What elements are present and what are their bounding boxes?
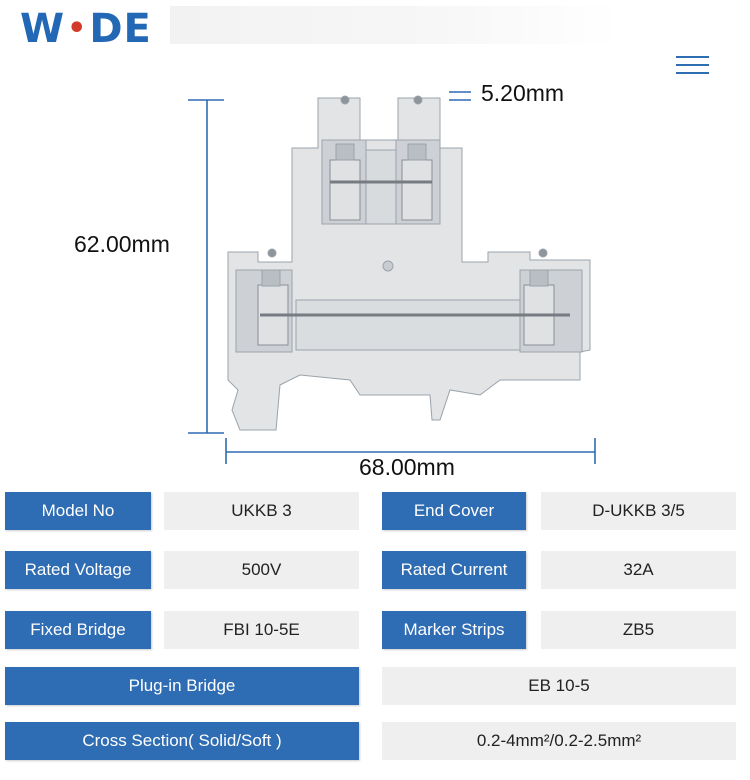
cross-section-value: 0.2-4mm²/0.2-2.5mm²: [382, 722, 736, 760]
pitch-dimension-label: 5.20mm: [481, 80, 565, 106]
end-cover-label: End Cover: [382, 492, 526, 530]
fixed-bridge-label: Fixed Bridge: [5, 611, 151, 649]
marker-strips-label: Marker Strips: [382, 611, 526, 649]
header-banner: [170, 6, 620, 44]
terminal-block-drawing: [188, 91, 596, 464]
model-no-value: UKKB 3: [164, 492, 359, 530]
rated-voltage-value: 500V: [164, 551, 359, 589]
rated-current-value: 32A: [541, 551, 736, 589]
dimension-lines: [188, 91, 596, 464]
plugin-bridge-value: EB 10-5: [382, 667, 736, 705]
end-cover-value: D-UKKB 3/5: [541, 492, 736, 530]
terminal-block: [227, 95, 591, 431]
height-dimension-label: 62.00mm: [74, 231, 170, 257]
plugin-bridge-label: Plug-in Bridge: [5, 667, 359, 705]
marker-strips-value: ZB5: [541, 611, 736, 649]
width-dimension-label: 68.00mm: [359, 454, 455, 480]
cross-section-label: Cross Section( Solid/Soft ): [5, 722, 359, 760]
fixed-bridge-value: FBI 10-5E: [164, 611, 359, 649]
rated-current-label: Rated Current: [382, 551, 526, 589]
hamburger-menu-icon[interactable]: [676, 54, 709, 76]
rated-voltage-label: Rated Voltage: [5, 551, 151, 589]
model-no-label: Model No: [5, 492, 151, 530]
brand-logo: W•DE: [20, 6, 152, 52]
